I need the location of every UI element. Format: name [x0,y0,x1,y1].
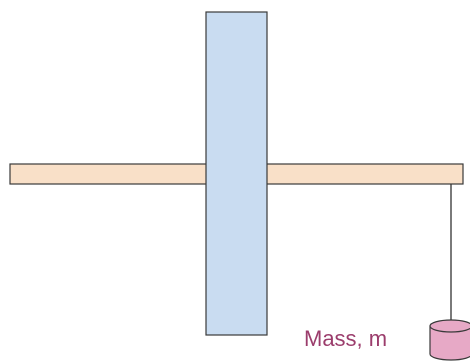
mass-cylinder-body [429,325,470,361]
mass-cylinder-top [429,319,470,333]
vertical-support-block [205,11,268,336]
mass-label: Mass, m [304,326,388,351]
mass-cylinder [429,319,470,361]
